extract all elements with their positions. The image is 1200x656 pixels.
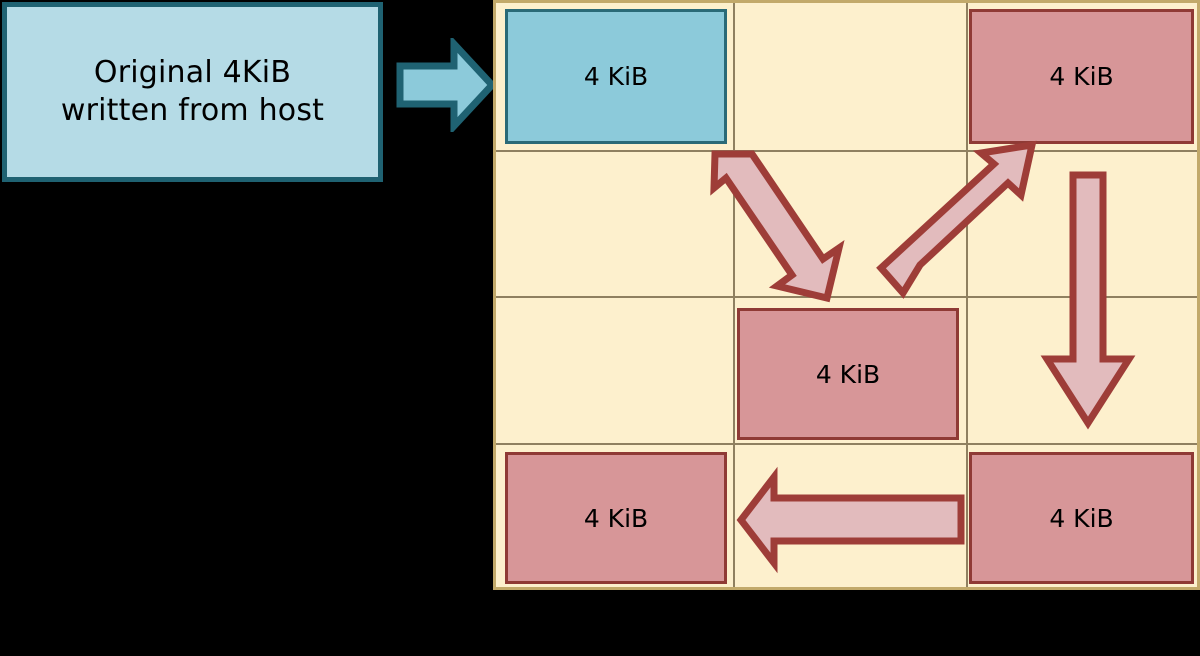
- gridline-horizontal-2: [496, 296, 1197, 298]
- arrow-right-icon: [396, 38, 496, 132]
- arrow-left-icon: [736, 466, 965, 574]
- data-block-label: 4 KiB: [583, 503, 649, 533]
- data-block-copy-top-right: 4 KiB: [969, 9, 1194, 144]
- data-block-copy-bottom-right: 4 KiB: [969, 452, 1194, 584]
- source-box: Original 4KiB written from host: [2, 2, 383, 182]
- data-block-label: 4 KiB: [815, 359, 881, 389]
- data-block-label: 4 KiB: [1049, 62, 1114, 91]
- gridline-vertical-1: [733, 3, 735, 587]
- arrow-up-right-icon: [876, 140, 1037, 299]
- gridline-vertical-2: [966, 3, 968, 587]
- data-block-label: 4 KiB: [1049, 503, 1114, 533]
- data-block-copy-bottom-left: 4 KiB: [505, 452, 727, 584]
- flash-page-grid: 4 KiB 4 KiB 4 KiB 4 KiB 4 KiB: [493, 0, 1200, 590]
- host-arrow-shape: [396, 38, 496, 132]
- data-block-label: 4 KiB: [583, 62, 649, 91]
- gridline-horizontal-1: [496, 150, 1197, 152]
- source-box-label: Original 4KiB written from host: [60, 54, 325, 128]
- data-block-original: 4 KiB: [505, 9, 727, 144]
- arrow-down-icon: [1040, 171, 1136, 430]
- gridline-horizontal-3: [496, 443, 1197, 445]
- data-block-copy-center: 4 KiB: [737, 308, 959, 440]
